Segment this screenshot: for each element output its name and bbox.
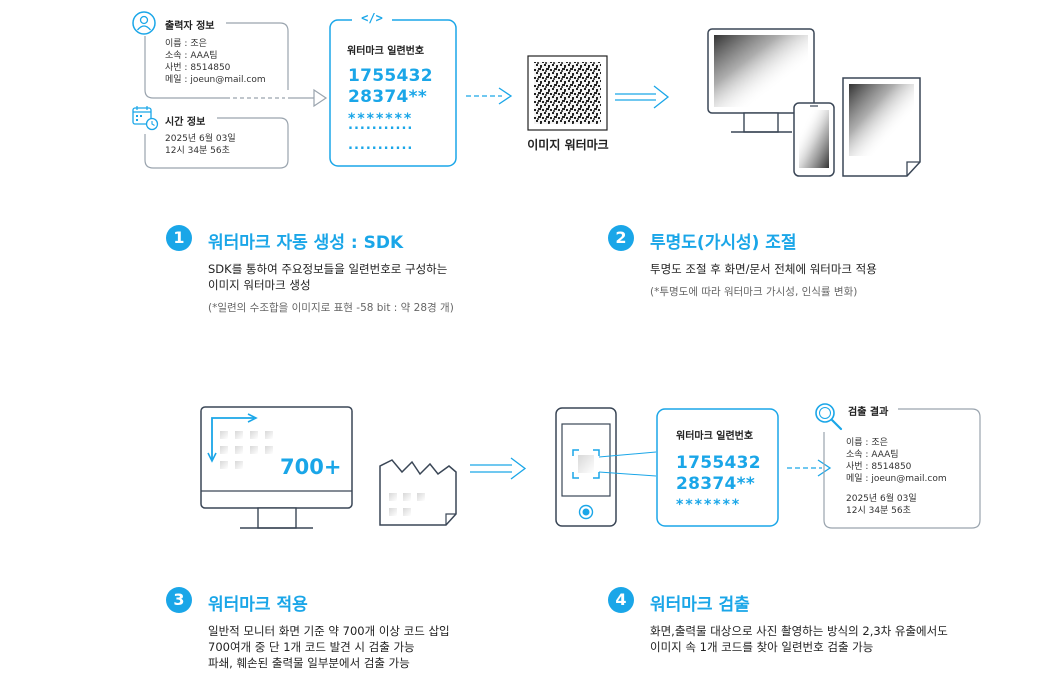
result-label: 검출 결과 [848, 407, 889, 418]
time-info-details: 2025년 6월 03일 12시 34분 56초 [165, 134, 236, 156]
magnifier-icon [815, 403, 843, 431]
arrow-right-icon [817, 459, 832, 477]
double-arrow-icon [510, 457, 527, 480]
serial-stars: ******* [348, 111, 414, 127]
torn-document-icon [379, 459, 457, 526]
code-count-label: 700+ [280, 455, 342, 479]
step-title: 투명도(가시성) 조절 [650, 233, 797, 253]
monitor-icon [707, 28, 815, 133]
image-watermark-pattern [534, 62, 601, 124]
step-title: 워터마크 검출 [650, 595, 750, 615]
step-description: 화면,출력물 대상으로 사진 촬영하는 방식의 2,3차 유출에서도 이미지 속… [650, 624, 948, 654]
serial-card-frame [656, 408, 779, 527]
double-arrow-icon [653, 85, 670, 109]
step-number: 1 [166, 225, 192, 251]
step-description: SDK를 통하여 주요정보들을 일련번호로 구성하는 이미지 워터마크 생성 [208, 262, 448, 292]
time-info-frame [144, 117, 289, 169]
document-icon [842, 77, 921, 177]
printer-info-details: 이름 : 조은 소속 : AAA팀 사번 : 8514850 메일 : joeu… [165, 39, 266, 85]
printer-info-frame [226, 22, 289, 90]
serial-card-title: 워터마크 일련번호 [676, 431, 754, 442]
serial-stars: ******* [676, 497, 742, 513]
printer-info-label: 출력자 정보 [165, 21, 215, 32]
step-number: 2 [608, 225, 634, 251]
result-frame [823, 408, 981, 529]
calendar-clock-icon [132, 106, 159, 131]
arrow-right-icon [313, 88, 328, 108]
result-time: 2025년 6월 03일 12시 34분 56초 [846, 494, 917, 516]
arrow-right-icon [498, 87, 513, 105]
person-icon [132, 11, 156, 35]
step-number: 4 [608, 587, 634, 613]
serial-number: 1755432 28374** [348, 66, 433, 107]
phone-icon [793, 102, 835, 177]
step-description: 일반적 모니터 화면 기준 약 700개 이상 코드 삽입 700여개 중 단 … [208, 624, 450, 670]
step-title: 워터마크 자동 생성 : SDK [208, 233, 404, 253]
serial-card-frame [329, 19, 457, 167]
serial-number: 1755432 28374** [676, 453, 761, 494]
code-icon: </> [361, 11, 383, 25]
image-watermark-label: 이미지 워터마크 [527, 138, 609, 152]
axis-arrows-icon [207, 413, 258, 463]
step-description: 투명도 조절 후 화면/문서 전체에 워터마크 적용 [650, 262, 877, 276]
watermark-squares [220, 431, 273, 469]
result-details: 이름 : 조은 소속 : AAA팀 사번 : 8514850 메일 : joeu… [846, 438, 947, 484]
time-info-label: 시간 정보 [165, 117, 206, 128]
step-number: 3 [166, 587, 192, 613]
phone-scanner-icon [555, 407, 617, 527]
step-note: (*일련의 수조합을 이미지로 표현 -58 bit : 약 28경 개) [208, 302, 454, 314]
step-title: 워터마크 적용 [208, 595, 308, 615]
step-note: (*투명도에 따라 워터마크 가시성, 인식률 변화) [650, 286, 858, 298]
serial-dots: ........... ........... [348, 118, 414, 153]
serial-card-title: 워터마크 일련번호 [347, 46, 425, 57]
